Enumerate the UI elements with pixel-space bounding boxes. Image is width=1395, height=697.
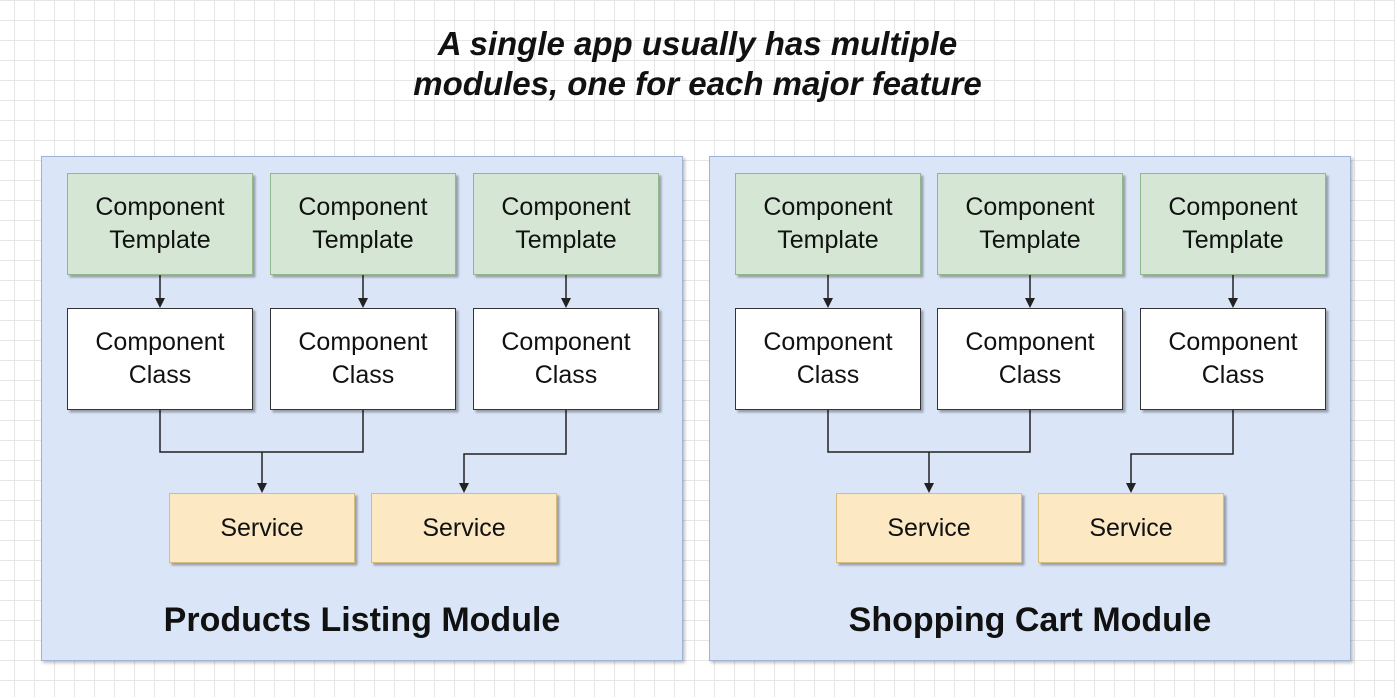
- component-template-box: Component Template: [270, 173, 456, 275]
- connector-class-service-1: [159, 410, 364, 453]
- component-template-box: Component Template: [735, 173, 921, 275]
- service-box: Service: [1038, 493, 1224, 563]
- module-label: Products Listing Module: [163, 601, 561, 639]
- connector-class-service-2: [1126, 410, 1234, 493]
- component-class-box: Component Class: [67, 308, 253, 410]
- component-template-box: Component Template: [473, 173, 659, 275]
- diagram-title-line-2: modules, one for each major feature: [413, 65, 982, 102]
- module-products-listing: Component Template Component Template Co…: [41, 156, 683, 661]
- component-class-box: Component Class: [1140, 308, 1326, 410]
- diagram-title-line-1: A single app usually has multiple: [437, 25, 958, 62]
- component-template-box: Component Template: [1140, 173, 1326, 275]
- service-box: Service: [169, 493, 355, 563]
- module-shopping-cart: Component Template Component Template Co…: [709, 156, 1351, 661]
- component-class-box: Component Class: [473, 308, 659, 410]
- component-template-box: Component Template: [937, 173, 1123, 275]
- service-box: Service: [836, 493, 1022, 563]
- service-box: Service: [371, 493, 557, 563]
- component-class-box: Component Class: [937, 308, 1123, 410]
- module-label: Shopping Cart Module: [848, 601, 1212, 639]
- component-template-box: Component Template: [67, 173, 253, 275]
- connector-class-service-2: [459, 410, 567, 493]
- component-class-box: Component Class: [270, 308, 456, 410]
- component-class-box: Component Class: [735, 308, 921, 410]
- connector-class-service-1: [827, 410, 1031, 453]
